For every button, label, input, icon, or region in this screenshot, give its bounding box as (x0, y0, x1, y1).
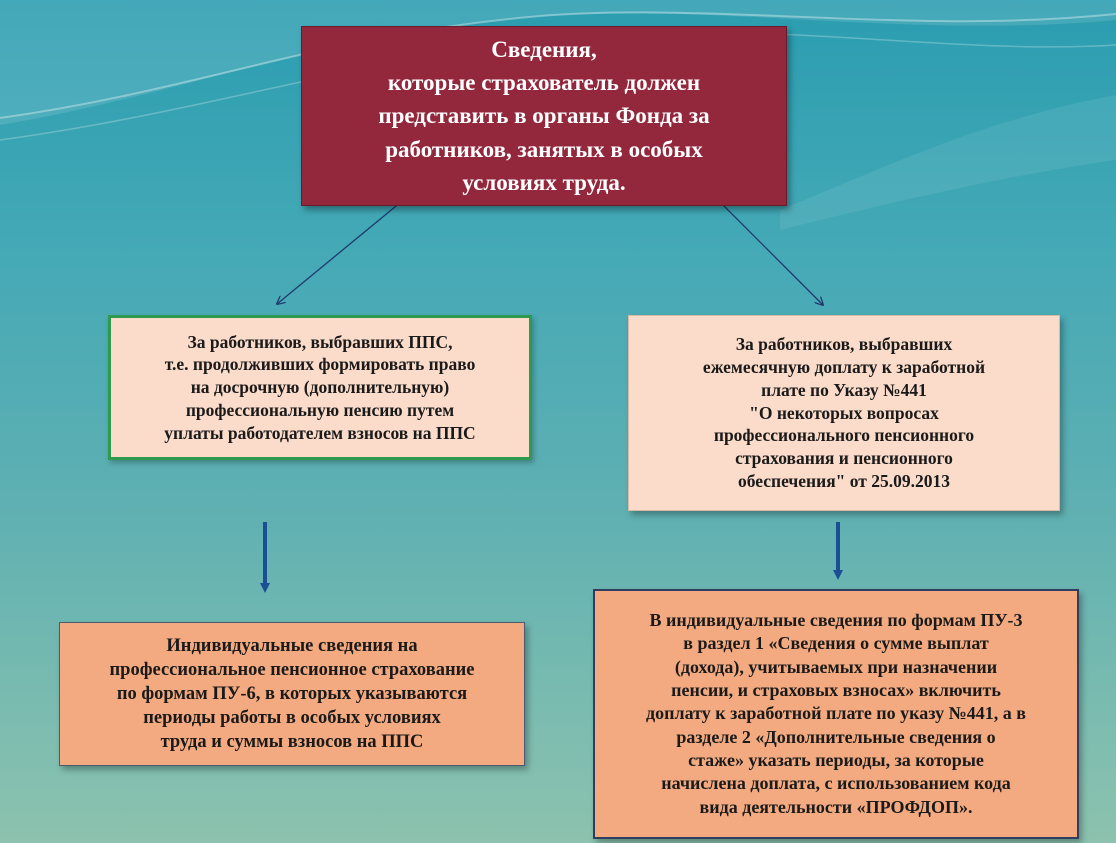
node-pu3-forms: В индивидуальные сведения по формам ПУ-3… (593, 589, 1079, 839)
node-pu6-forms: Индивидуальные сведения на профессиональ… (59, 622, 525, 766)
node-pps-workers: За работников, выбравших ППС, т.е. продо… (108, 315, 532, 460)
node-monthly-supplement-workers: За работников, выбравших ежемесячную доп… (628, 315, 1060, 511)
node-top-title: Сведения, которые страхователь должен пр… (301, 26, 787, 206)
